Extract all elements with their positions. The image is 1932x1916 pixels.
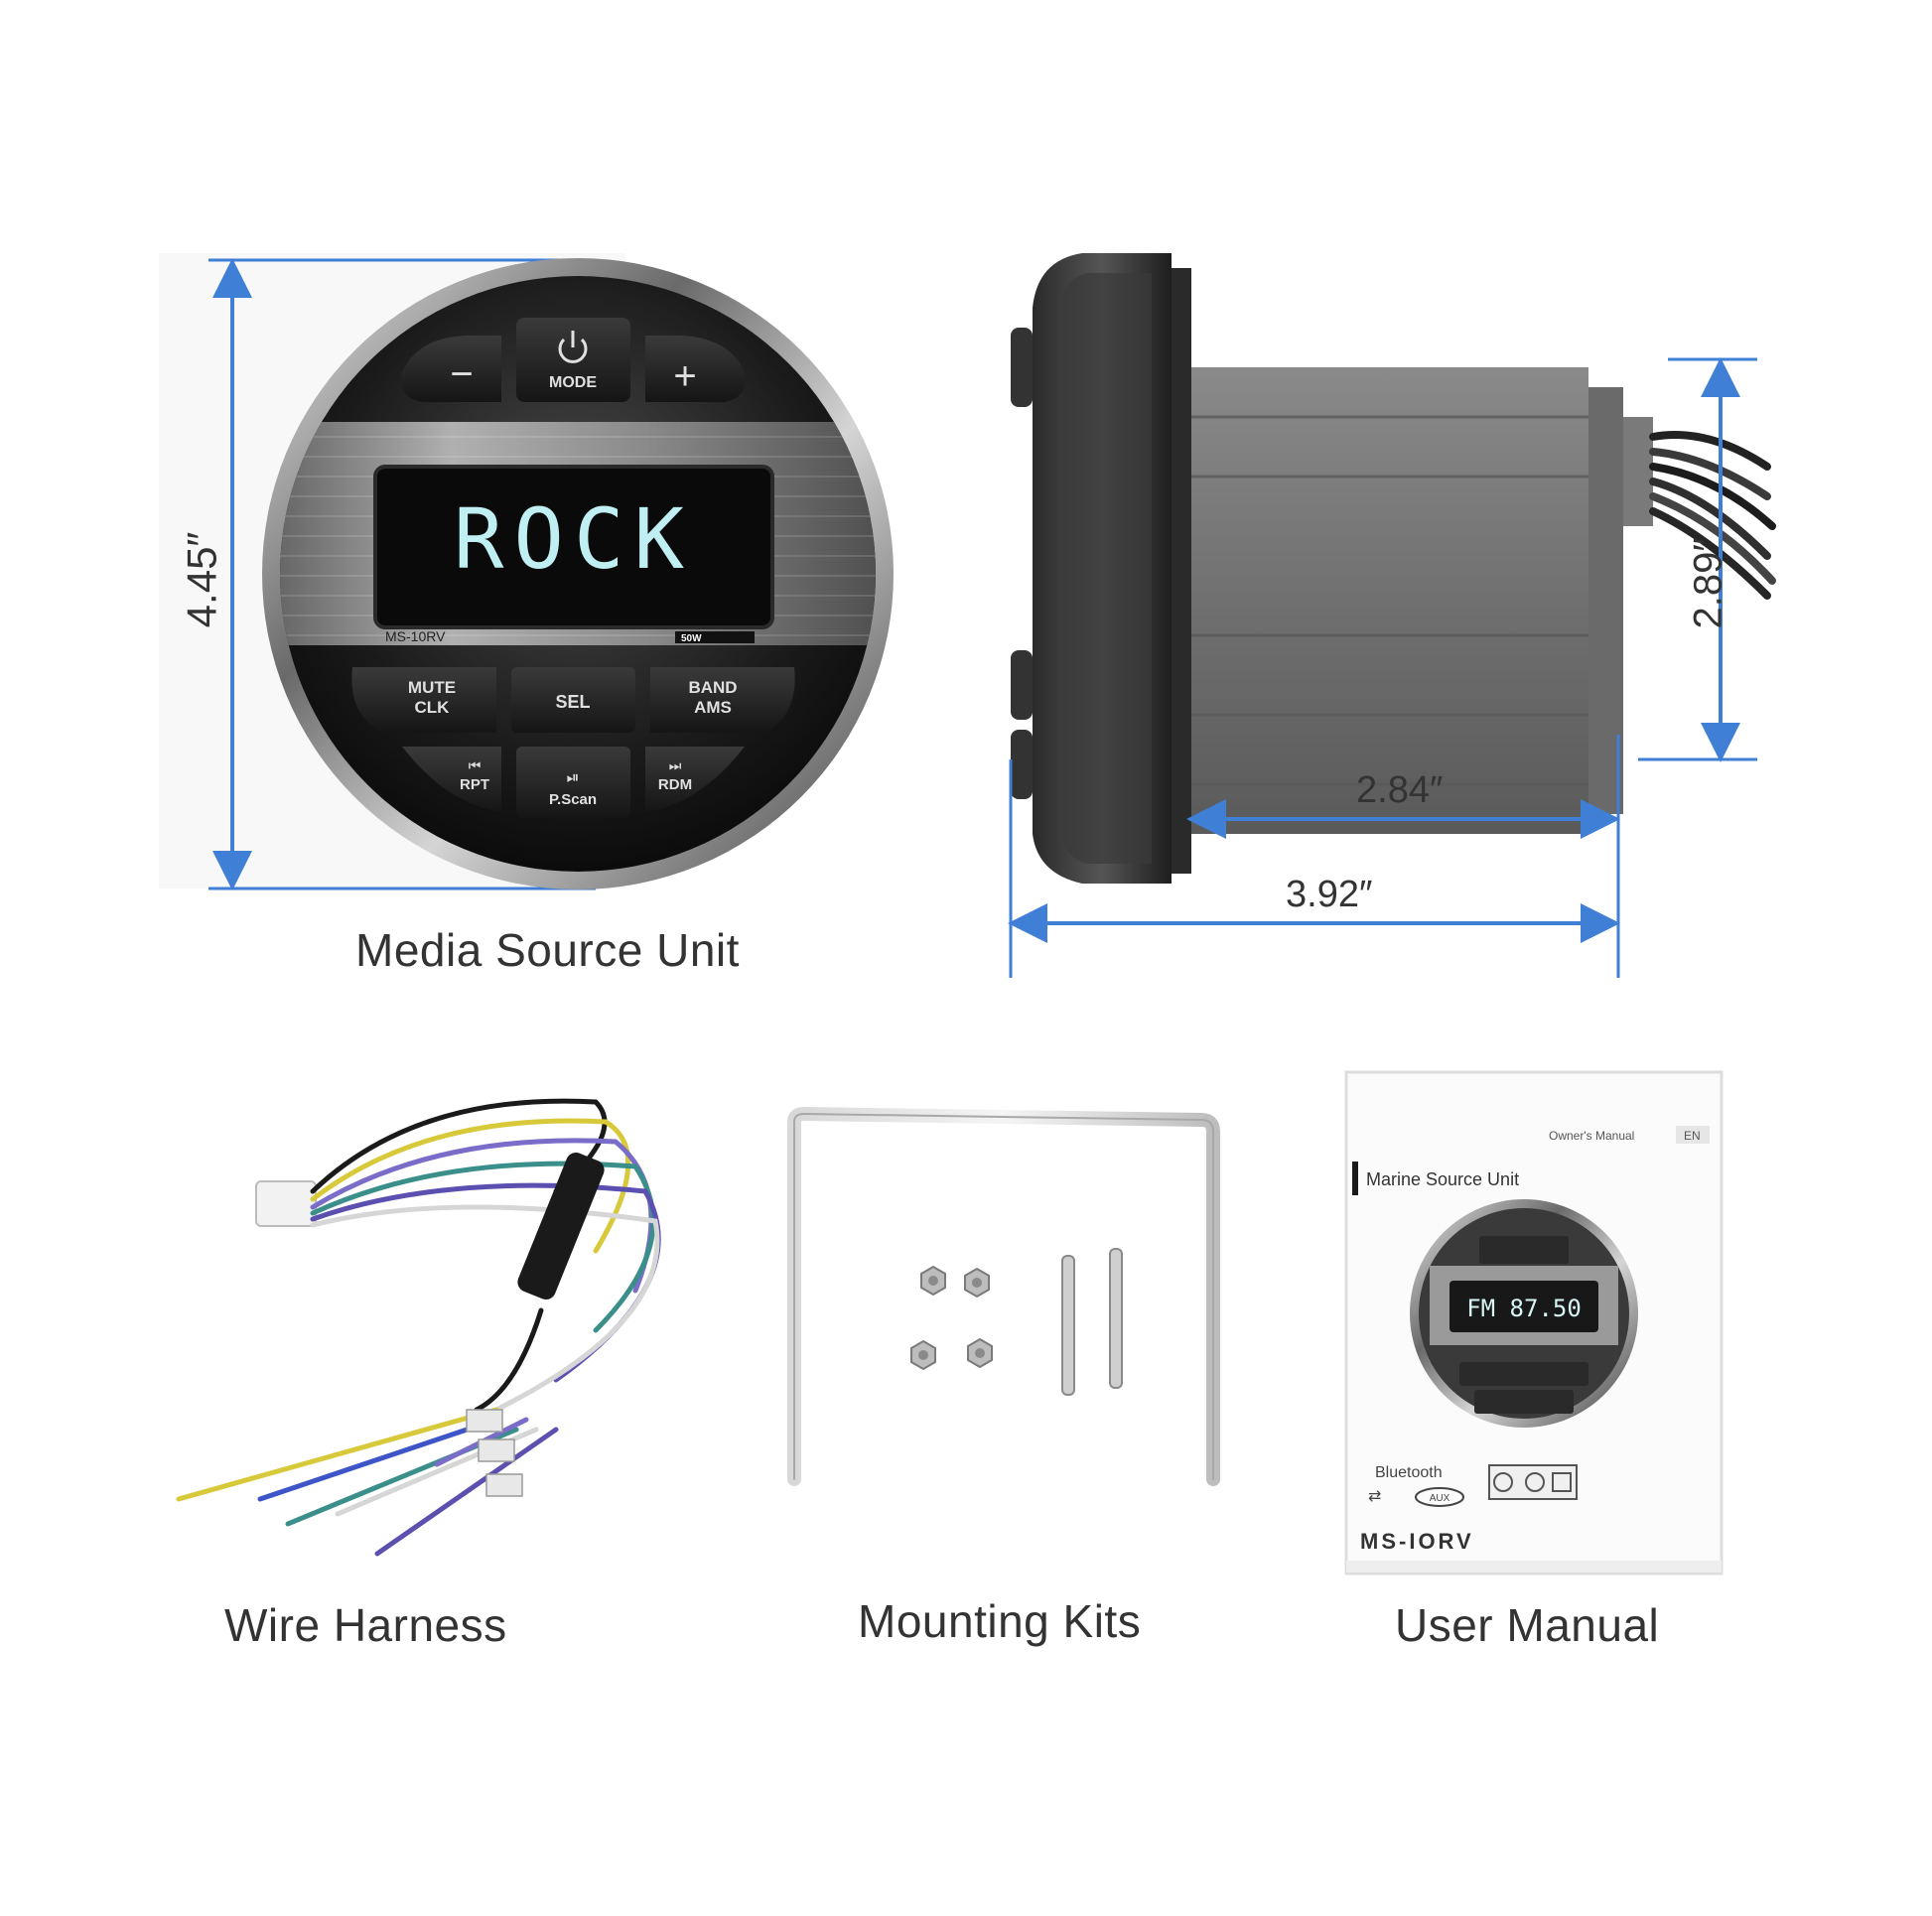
mode-button[interactable] [516, 318, 630, 402]
harness-connector-plug [255, 1180, 317, 1227]
next-track-icon: ⏭ [669, 757, 682, 773]
usb-icon: ⇄ [1368, 1488, 1381, 1505]
ams-label: AMS [694, 698, 732, 717]
manual-model-label: MS-IORV [1360, 1529, 1474, 1554]
minus-button[interactable] [401, 336, 501, 402]
sel-label: SEL [555, 692, 590, 712]
harness-fuse-holder [517, 1152, 605, 1300]
band-label: BAND [688, 678, 737, 697]
side-height-dim-label: 2.89″ [1686, 537, 1730, 629]
lcd-text: ROCK [454, 490, 694, 588]
mode-label: MODE [549, 374, 597, 391]
mute-clk-button[interactable] [351, 667, 496, 733]
wire-harness-caption: Wire Harness [224, 1599, 507, 1651]
plus-button[interactable] [645, 336, 746, 402]
mounting-kits [787, 1106, 1220, 1486]
rdm-button[interactable] [645, 747, 745, 812]
rear-housing [1191, 367, 1588, 834]
total-depth-dim-label: 3.92″ [1286, 874, 1373, 915]
model-label: MS-10RV [385, 628, 446, 644]
manual-lcd-text: FM 87.50 [1466, 1295, 1582, 1322]
manual-owners-label: Owner's Manual [1549, 1129, 1634, 1143]
mounting-kits-caption: Mounting Kits [858, 1595, 1142, 1647]
manual-format-badges [1488, 1464, 1578, 1500]
side-unit [1008, 253, 1776, 978]
clk-label: CLK [415, 698, 451, 717]
manual-title: Marine Source Unit [1366, 1169, 1519, 1189]
plus-label: + [673, 354, 696, 398]
mounting-bracket [787, 1106, 1220, 1486]
manual-aux-label: AUX [1430, 1493, 1450, 1504]
mute-label: MUTE [408, 678, 456, 697]
mounting-flange [1172, 268, 1191, 874]
lcd-display [373, 465, 774, 629]
user-manual: Owner's Manual EN Marine Source Unit FM … [1344, 1070, 1724, 1575]
prev-track-icon: ⏮ [469, 757, 482, 773]
rdm-label: RDM [658, 776, 692, 793]
power-icon [558, 331, 588, 363]
minus-label: − [450, 352, 473, 396]
pscan-label: P.Scan [549, 791, 597, 808]
rpt-button[interactable] [402, 747, 501, 812]
side-knob-top [1011, 328, 1033, 407]
mounting-stud-1 [1061, 1255, 1075, 1396]
play-pause-icon: ⏯ [567, 769, 580, 786]
rpt-label: RPT [460, 776, 489, 793]
body-depth-dim-label: 2.84″ [1356, 769, 1444, 811]
power-badge: 50W [681, 633, 702, 644]
play-pause-button[interactable] [516, 747, 630, 818]
band-ams-button[interactable] [650, 667, 795, 733]
front-unit: ROCK MS-10RV 50W − MODE + MUTE CLK SEL B… [159, 253, 894, 890]
hex-nuts [910, 1265, 993, 1371]
media-source-unit-caption: Media Source Unit [355, 924, 740, 976]
mounting-stud-2 [1109, 1248, 1123, 1389]
user-manual-caption: User Manual [1395, 1599, 1660, 1651]
sel-button[interactable] [511, 667, 635, 733]
manual-bluetooth-label: Bluetooth [1375, 1464, 1443, 1481]
manual-lang-label: EN [1684, 1129, 1701, 1143]
manual-radio-lcd [1449, 1281, 1598, 1332]
wire-harness [176, 1098, 661, 1557]
front-height-dim-label: 4.45″ [178, 531, 225, 628]
side-knob-middle [1011, 650, 1033, 720]
side-knob-bottom [1011, 730, 1033, 799]
connector-block [1623, 417, 1653, 526]
